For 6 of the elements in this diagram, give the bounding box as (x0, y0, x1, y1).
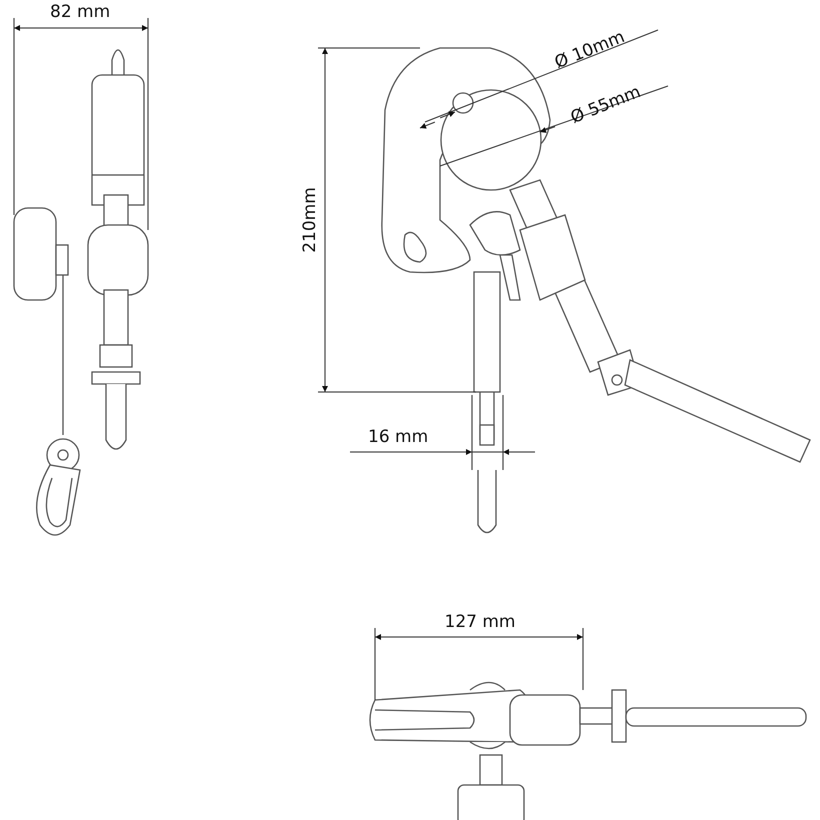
dimension-label: 82 mm (50, 2, 110, 22)
dimension-label: 210mm (300, 187, 320, 253)
dimension-label: Ø 55mm (568, 82, 644, 128)
dimension-label: 127 mm (444, 612, 516, 632)
dimension-label: 16 mm (368, 427, 428, 447)
dimension-label: Ø 10mm (552, 26, 628, 74)
